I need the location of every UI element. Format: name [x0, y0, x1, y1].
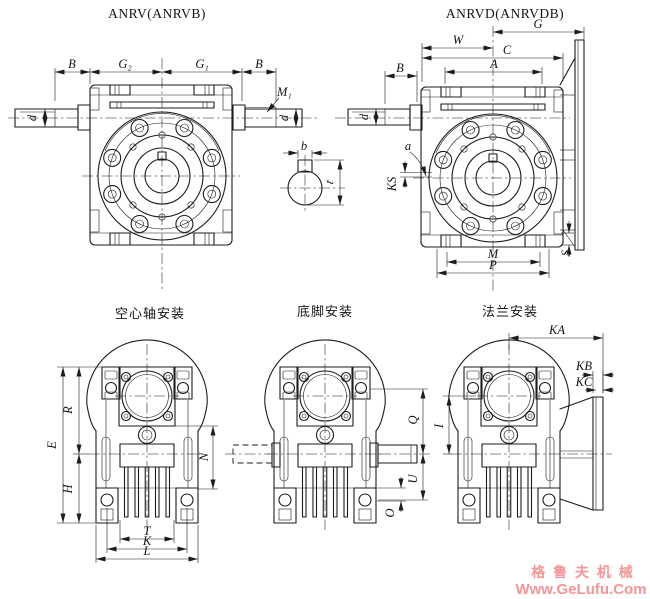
- dim-label-b-left: B: [68, 57, 76, 71]
- dim-label-w: W: [453, 33, 465, 47]
- dim-label-key-t: t: [322, 178, 337, 185]
- anrvd-title: ANRVD(ANRVDB): [446, 6, 564, 21]
- foot-mount-view: 底脚安装 Q U O: [225, 304, 430, 531]
- dim-label-p: P: [488, 258, 497, 272]
- dim-label-n: N: [197, 452, 211, 462]
- dim-label-d-left: d: [25, 114, 39, 121]
- anrv-title: ANRV(ANRVB): [108, 6, 206, 21]
- watermark-company-name: 格 鲁 夫 机 械: [531, 564, 635, 580]
- anrvd-view: ANRVD(ANRVDB) G W C: [335, 6, 585, 292]
- dim-label-angle-a: a: [405, 139, 411, 153]
- dim-label-r: R: [61, 406, 75, 415]
- dim-label-g2: G₂: [118, 57, 132, 71]
- hollow-shaft-view: 空心轴安装 E R H N T K L: [45, 306, 218, 563]
- dim-label-i: I: [432, 423, 446, 429]
- flange-mount-view: 法兰安装 KA KB KC I: [432, 304, 614, 531]
- dim-label-ks: KS: [385, 176, 399, 192]
- dim-label-k: K: [142, 534, 152, 548]
- watermark-website: Www.GeLufu.Com: [515, 581, 646, 598]
- shaft-key-section: b t: [280, 139, 345, 212]
- dim-label-t: T: [144, 524, 152, 538]
- flange-mount-title: 法兰安装: [482, 304, 538, 319]
- dim-label-b-right: B: [255, 57, 263, 71]
- dim-label-b-shaft: B: [396, 61, 404, 75]
- dim-label-a-width: A: [489, 57, 498, 71]
- foot-mount-title: 底脚安装: [297, 304, 353, 319]
- dim-label-d-shaft: d: [357, 113, 371, 120]
- watermark: 格 鲁 夫 机 械 Www.GeLufu.Com: [515, 564, 646, 598]
- dim-label-o: O: [383, 508, 397, 517]
- dim-label-kb: KB: [575, 359, 592, 373]
- dim-label-ka: KA: [548, 323, 565, 337]
- dim-label-l: L: [143, 544, 151, 558]
- hollow-shaft-title: 空心轴安装: [115, 306, 185, 321]
- dim-label-u: U: [406, 474, 420, 484]
- dim-label-s: S: [559, 249, 573, 256]
- foot-mount-worm-shafts: [232, 442, 418, 468]
- anrv-view: ANRV(ANRVB) B G₂ G₁ B M₁ d d: [8, 6, 318, 292]
- dim-label-kc: KC: [575, 375, 593, 389]
- dim-label-key-b: b: [301, 139, 307, 153]
- dim-label-g: G: [533, 17, 542, 31]
- dim-label-e: E: [45, 441, 59, 450]
- dim-label-g1: G₁: [195, 57, 208, 71]
- dim-label-c: C: [503, 43, 512, 57]
- dim-label-q: Q: [406, 415, 420, 424]
- dim-label-h: H: [61, 484, 75, 495]
- dim-label-m: M: [487, 247, 499, 261]
- dim-label-d-right: d: [277, 114, 291, 121]
- dim-label-m1: M₁: [276, 85, 292, 99]
- anrvd-input-shaft: [347, 104, 423, 131]
- flange-mount-plate: [559, 396, 604, 511]
